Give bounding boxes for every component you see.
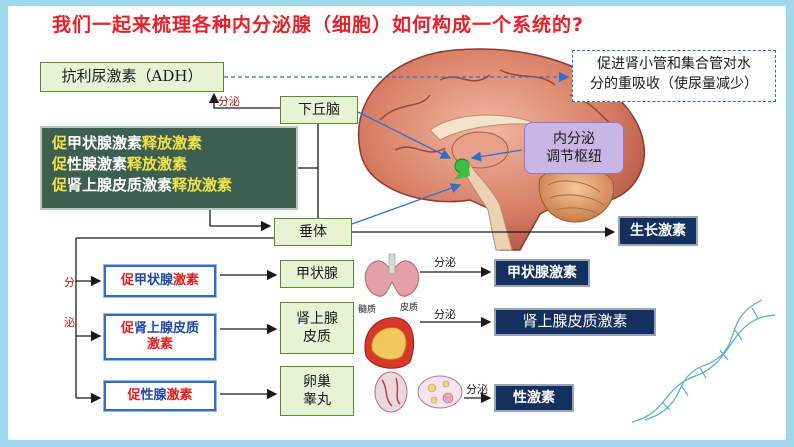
adh-effect-line1: 促进肾小管和集合管对水 — [597, 56, 751, 72]
page-title: 我们一起来梳理各种内分泌腺（细胞）如何构成一个系统的? — [52, 14, 585, 36]
releasing-hormone-crh: 促肾上腺皮质激素释放激素 — [52, 176, 233, 194]
adrenal-medulla-label: 髓质 — [358, 305, 377, 315]
gonad-line2: 睾丸 — [303, 392, 331, 408]
gonad-line1: 卵巢 — [303, 373, 331, 390]
secrete-vertical-2: 泌 — [64, 316, 75, 329]
releasing-hormone-gnrh: 促性腺激素释放激素 — [52, 155, 188, 173]
gth-box: 促性腺激素 — [103, 380, 217, 412]
pituitary-box: 垂体 — [274, 218, 352, 246]
dna-helix-decoration — [631, 299, 776, 423]
cortical-hormone-box: 肾上腺皮质激素 — [494, 308, 656, 336]
secrete-label-adh: 分泌 — [218, 95, 240, 108]
thyroid-hormone-box: 甲状腺激素 — [494, 259, 590, 287]
acth-box: 促肾上腺皮质激素 — [103, 313, 217, 361]
hypothalamus-box: 下丘脑 — [280, 96, 358, 124]
thyroid-box: 甲状腺 — [280, 260, 354, 288]
connectors — [75, 71, 616, 404]
adh-effect-box: 促进肾小管和集合管对水 分的重吸收（使尿量减少） — [572, 50, 776, 102]
secrete-label-thyroid: 分泌 — [434, 256, 456, 269]
releasing-hormone-trh: 促甲状腺激素释放激素 — [52, 134, 203, 152]
tsh-box: 促甲状腺激素 — [103, 264, 217, 298]
endocrine-center-box: 内分泌 调节枢纽 — [524, 122, 624, 174]
adrenal-line2: 皮质 — [303, 329, 331, 345]
adrenal-illustration — [364, 317, 415, 369]
adh-effect-line2: 分的重吸收（使尿量减少） — [590, 76, 758, 93]
adrenal-cortex-label: 皮质 — [400, 303, 419, 313]
adrenal-cortex-box: 肾上腺 皮质 — [280, 302, 354, 354]
endocrine-center-line2: 调节枢纽 — [546, 149, 602, 165]
sex-hormone-box: 性激素 — [494, 384, 574, 412]
thyroid-illustration — [364, 253, 420, 297]
gonad-box: 卵巢 睾丸 — [280, 366, 354, 416]
secrete-label-adrenal: 分泌 — [434, 308, 456, 321]
adrenal-line1: 肾上腺 — [296, 310, 338, 327]
gonad-illustration — [374, 371, 463, 413]
growth-hormone-box: 生长激素 — [618, 216, 698, 246]
secrete-vertical-1: 分 — [64, 276, 75, 289]
releasing-hormones-box: 促甲状腺激素释放激素 促性腺激素释放激素 促肾上腺皮质激素释放激素 — [40, 126, 298, 210]
endocrine-center-line1: 内分泌 — [553, 130, 595, 147]
adh-box: 抗利尿激素（ADH） — [40, 62, 224, 92]
secrete-label-gonad: 分泌 — [466, 383, 488, 396]
